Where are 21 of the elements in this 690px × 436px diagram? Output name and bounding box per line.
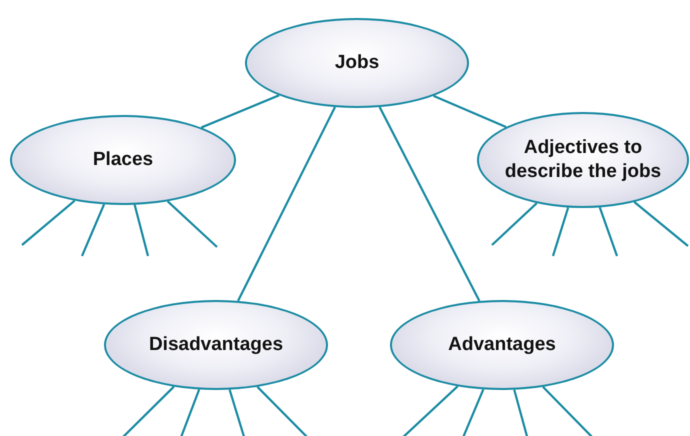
node-label: Disadvantages — [148, 333, 284, 357]
connector-line — [378, 106, 480, 302]
spoke-line — [598, 207, 618, 256]
spoke-line — [634, 201, 689, 247]
spoke-line — [166, 200, 218, 248]
node-label: Jobs — [334, 51, 380, 75]
node-label: Advantages — [448, 333, 556, 357]
spoke-line — [80, 204, 106, 256]
node-label: Places — [92, 148, 154, 172]
spoke-line — [228, 389, 246, 436]
spoke-line — [21, 200, 76, 246]
spoke-line — [552, 207, 570, 256]
node-label: Adjectives to describe the jobs — [504, 136, 662, 184]
spoke-line — [178, 389, 200, 436]
connector-line — [433, 94, 506, 128]
connector-line — [200, 94, 280, 129]
connector-line — [237, 106, 336, 302]
spoke-line — [134, 204, 150, 256]
spoke-line — [460, 388, 484, 436]
spoke-line — [513, 389, 530, 436]
spoke-line — [491, 202, 538, 246]
